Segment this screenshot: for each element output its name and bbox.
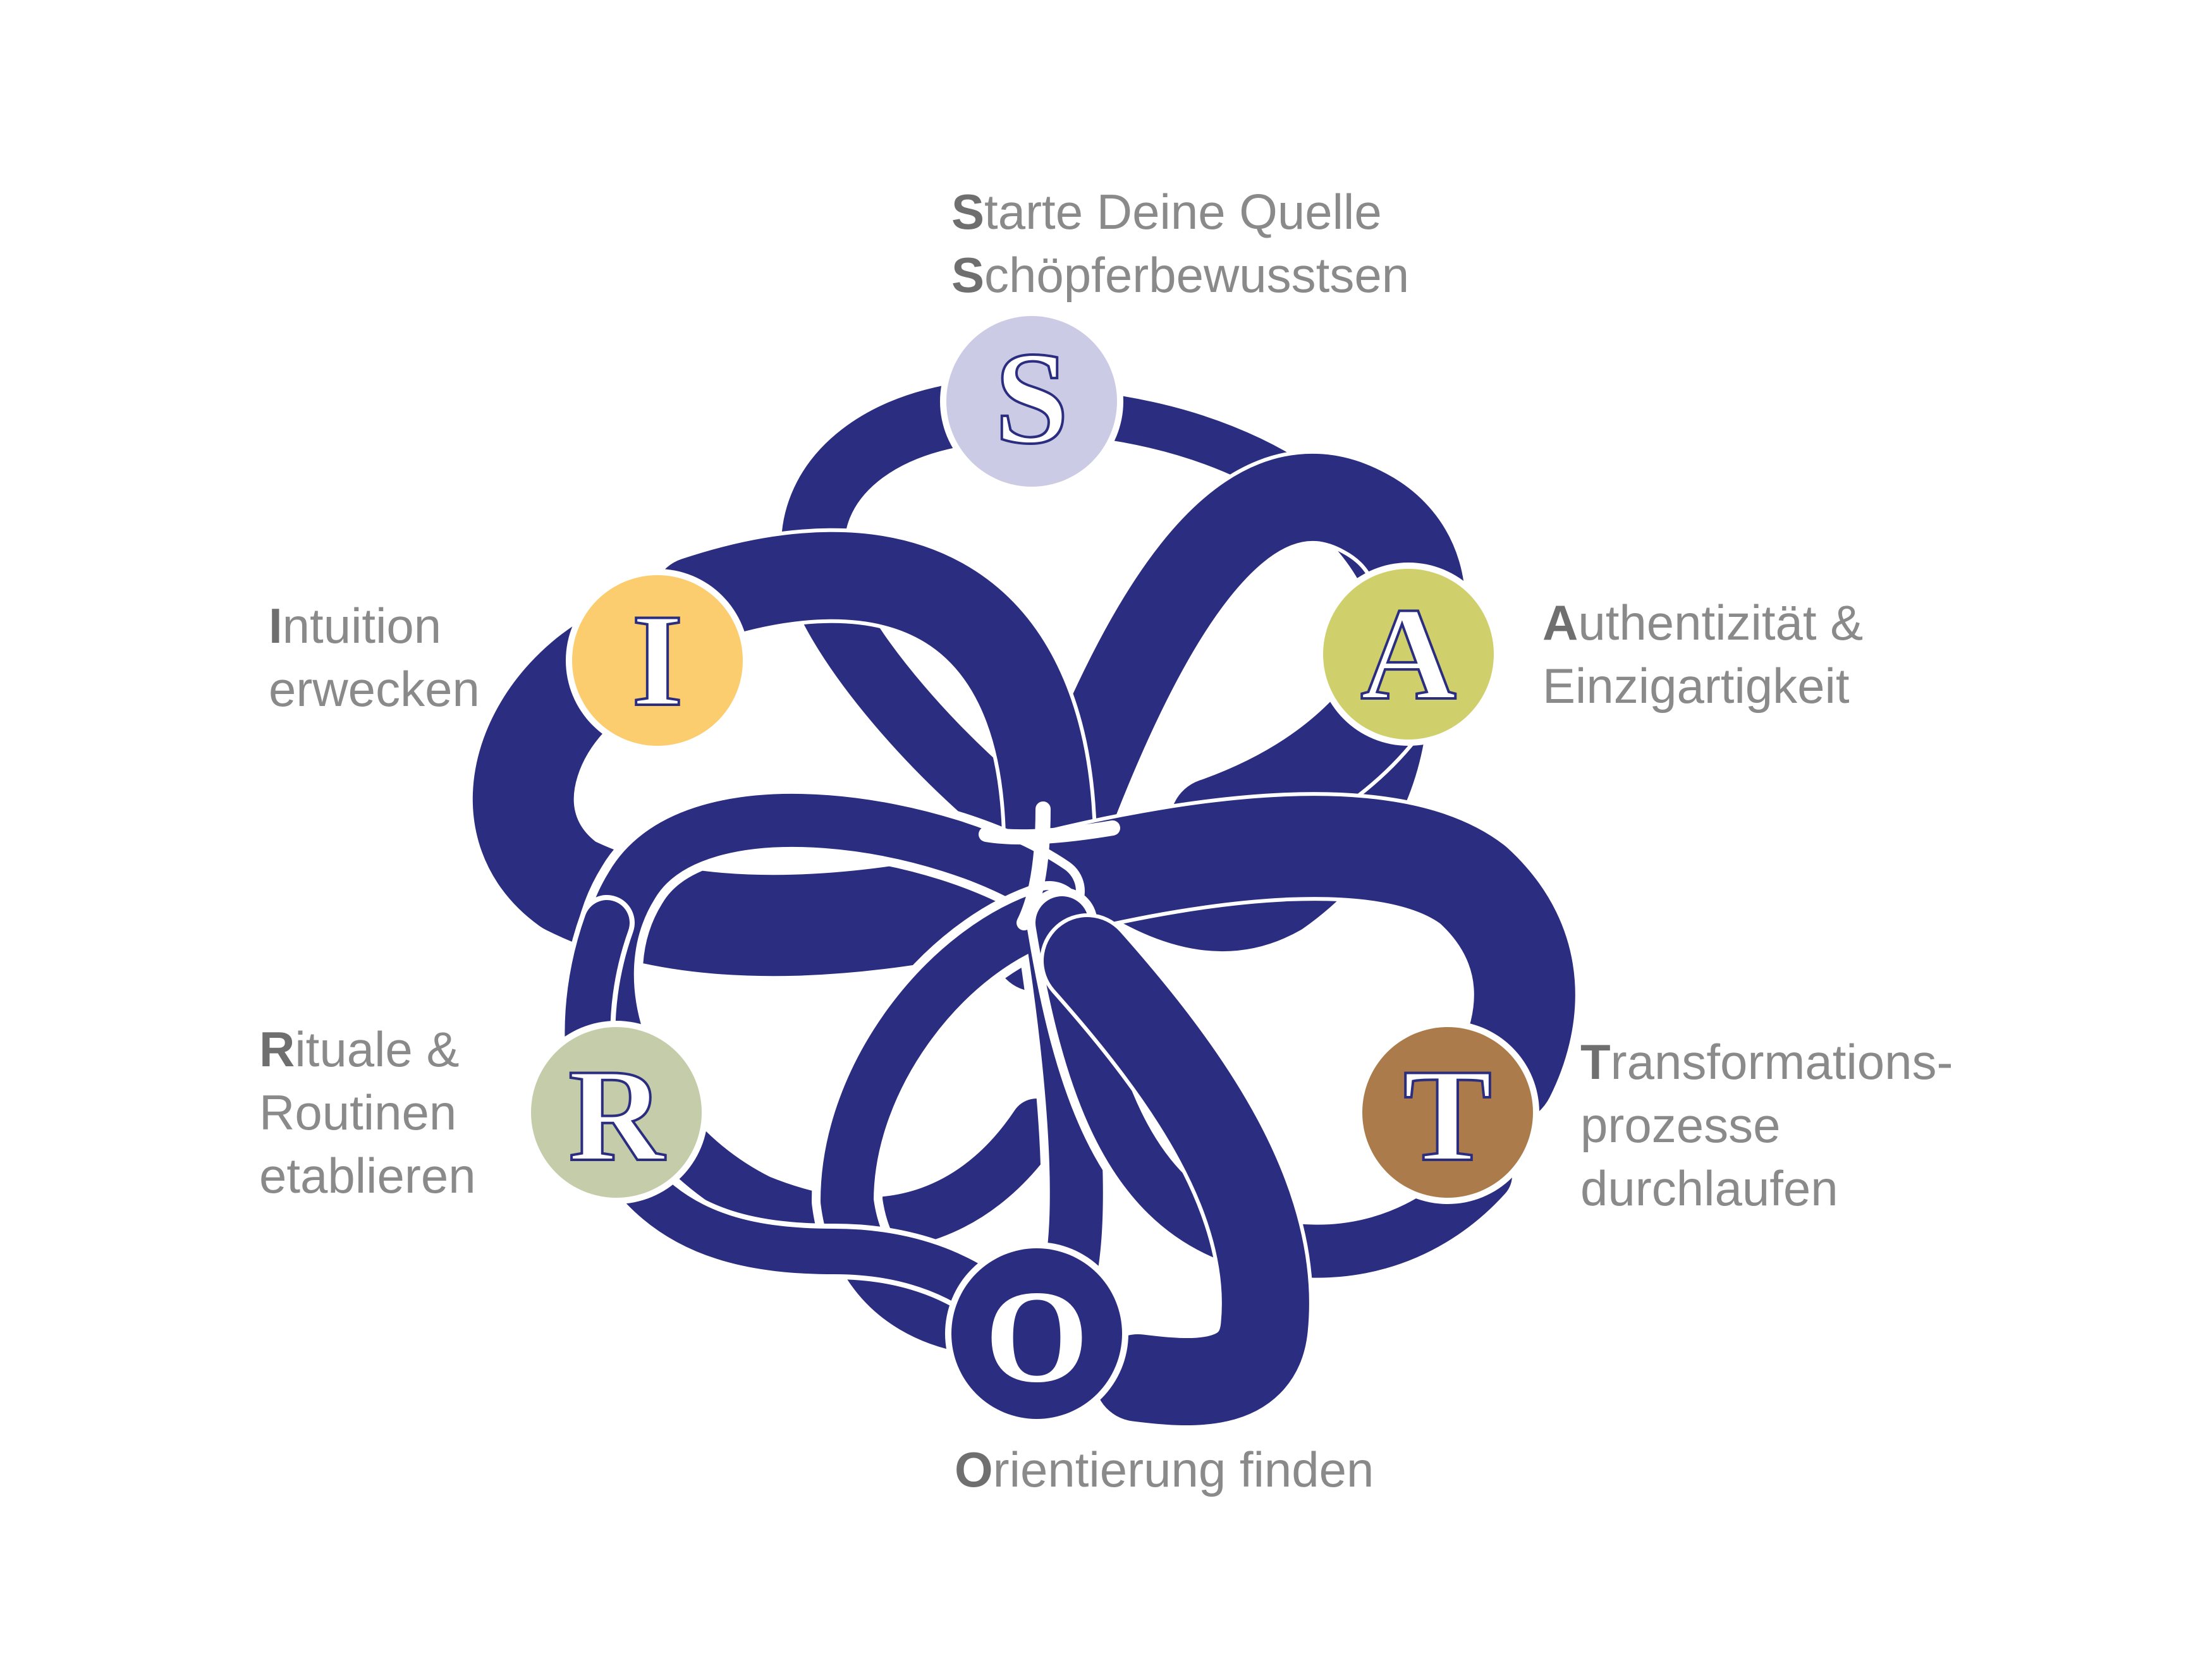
label-t-line2: prozesse bbox=[1580, 1097, 1781, 1153]
label-t-line1-initial: T bbox=[1580, 1034, 1611, 1090]
label-a-line1-initial: A bbox=[1542, 595, 1578, 650]
node-a: A bbox=[1317, 563, 1500, 746]
label-r-line2: Routinen bbox=[259, 1085, 457, 1140]
label-s-line1-rest: tarte Deine Quelle bbox=[984, 184, 1382, 240]
node-s-letter: S bbox=[995, 325, 1069, 472]
label-o-line1-initial: O bbox=[955, 1442, 993, 1497]
label-s-line1-initial: S bbox=[951, 184, 985, 240]
node-t: T bbox=[1356, 1021, 1539, 1204]
label-a: Authentizität & Einzigartigkeit bbox=[1542, 591, 1863, 717]
label-s-line2-initial: S bbox=[951, 247, 985, 303]
node-i-letter: I bbox=[632, 587, 683, 734]
band-bottom-tail bbox=[1040, 913, 1313, 1429]
label-s: Starte Deine Quelle Schöpferbewusstsen bbox=[951, 180, 1409, 307]
node-r-letter: R bbox=[568, 1042, 666, 1189]
label-a-line1-rest: uthentizität & bbox=[1578, 595, 1864, 650]
label-r-line3: etablieren bbox=[259, 1148, 476, 1203]
node-s: S bbox=[940, 310, 1123, 493]
node-o-letter: O bbox=[985, 1263, 1088, 1410]
label-r-line1-rest: ituale & bbox=[295, 1021, 460, 1077]
label-i: Intuition erwecken bbox=[269, 594, 480, 721]
band-bottom-left-lobe bbox=[812, 881, 1112, 1365]
band-center-cross bbox=[979, 801, 1120, 930]
node-t-letter: T bbox=[1403, 1042, 1492, 1189]
label-r: Rituale & Routinen etablieren bbox=[259, 1018, 476, 1207]
label-o: Orientierung finden bbox=[955, 1438, 1374, 1501]
label-t-line1-rest: ransformations- bbox=[1610, 1034, 1953, 1090]
label-i-line1-rest: ntuition bbox=[282, 598, 442, 654]
label-i-line1-initial: I bbox=[269, 598, 283, 654]
node-o: O bbox=[945, 1242, 1128, 1425]
label-i-line2: erwecken bbox=[269, 661, 480, 717]
node-i: I bbox=[566, 569, 749, 752]
label-o-line1-rest: rientierung finden bbox=[992, 1442, 1374, 1497]
label-t: Transformations- prozesse durchlaufen bbox=[1580, 1030, 1953, 1220]
label-a-line2: Einzigartigkeit bbox=[1542, 658, 1850, 714]
node-a-letter: A bbox=[1360, 581, 1456, 727]
label-s-line2-rest: chöpferbewusstsen bbox=[984, 247, 1410, 303]
node-r: R bbox=[525, 1021, 708, 1204]
label-r-line1-initial: R bbox=[259, 1021, 295, 1077]
label-t-line3: durchlaufen bbox=[1580, 1160, 1838, 1216]
